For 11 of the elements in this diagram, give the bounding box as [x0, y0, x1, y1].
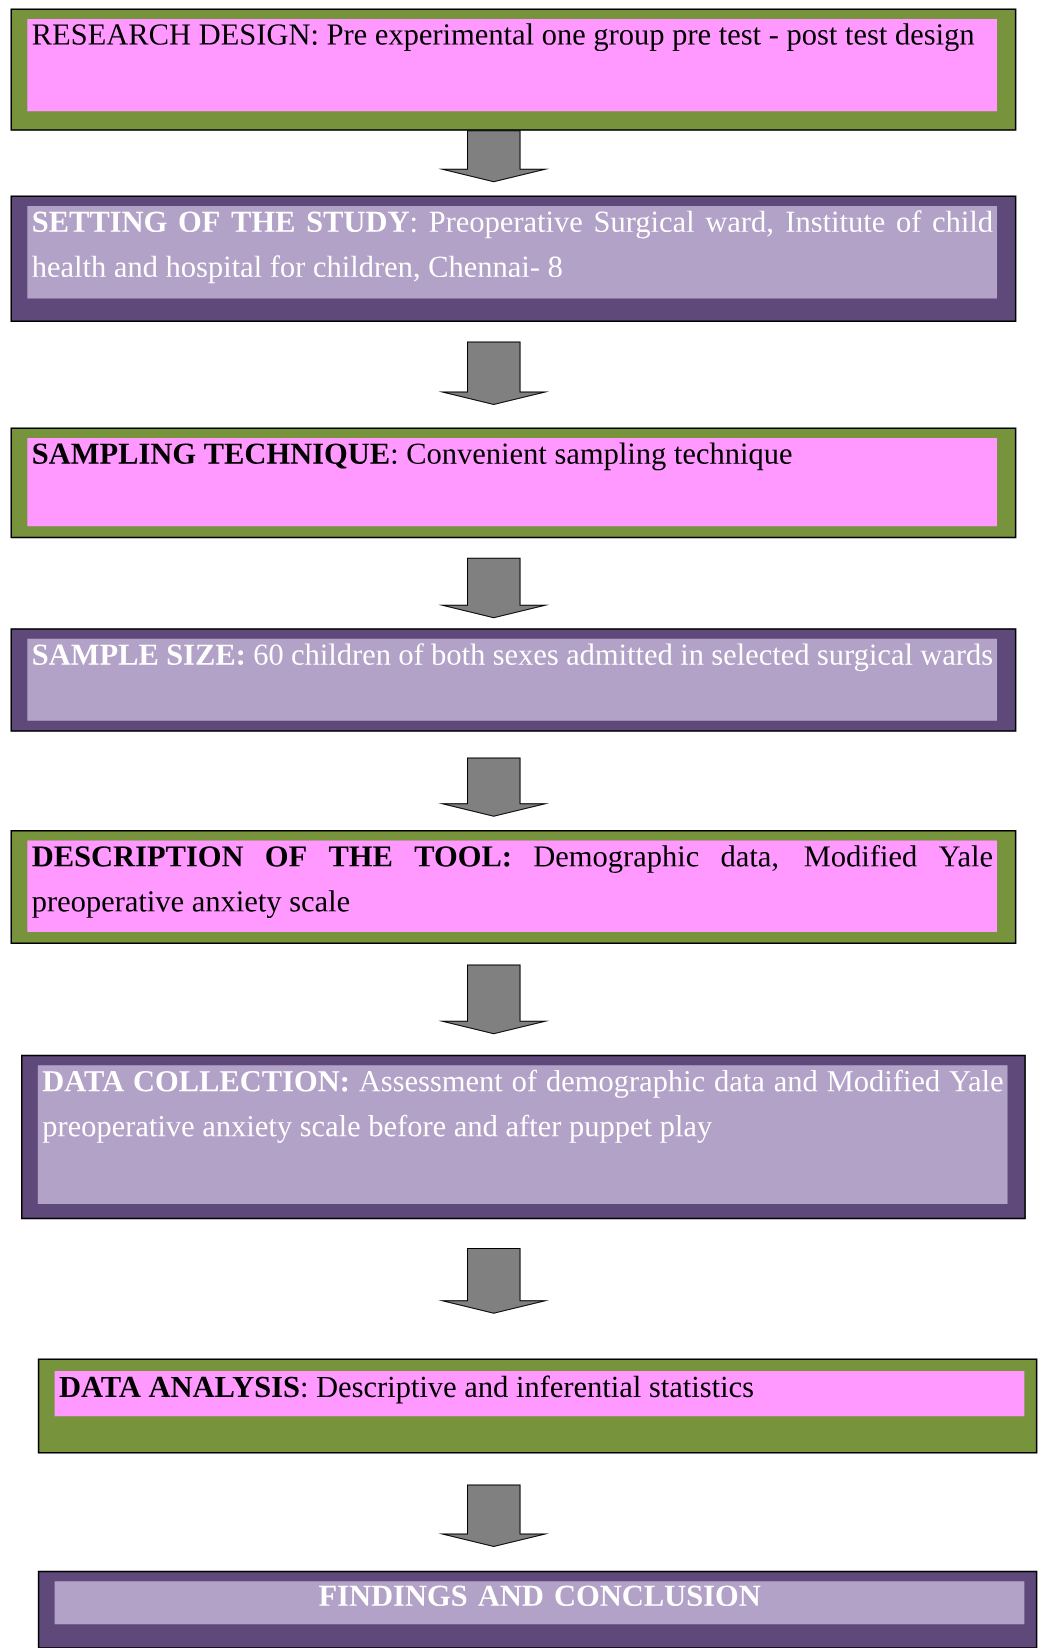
process-box: DATA COLLECTION: Assessment of demographic data and Modified Yale preoperative anxiety scale before and after puppet play	[21, 1054, 1026, 1220]
block-arrow	[441, 964, 546, 1035]
process-box: SAMPLING TECHNIQUE: Convenient sampling technique	[10, 427, 1017, 539]
process-box: DESCRIPTION OF THE TOOL: Demographic data, Modified Yale preoperative anxiety scale	[10, 830, 1017, 944]
process-box: FINDINGS AND CONCLUSION	[37, 1570, 1038, 1648]
process-box: SETTING OF THE STUDY: Preoperative Surgical ward, Institute of child health and hospital for children, Chennai- 8	[10, 195, 1017, 322]
block-arrow	[441, 1248, 546, 1314]
process-box: DATA ANALYSIS: Descriptive and inferential statistics	[37, 1358, 1038, 1454]
block-arrow	[441, 757, 546, 817]
process-box: SAMPLE SIZE: 60 children of both sexes admitted in selected surgical wards	[10, 628, 1017, 732]
process-box: RESEARCH DESIGN: Pre experimental one group pre test - post test design	[10, 8, 1017, 131]
